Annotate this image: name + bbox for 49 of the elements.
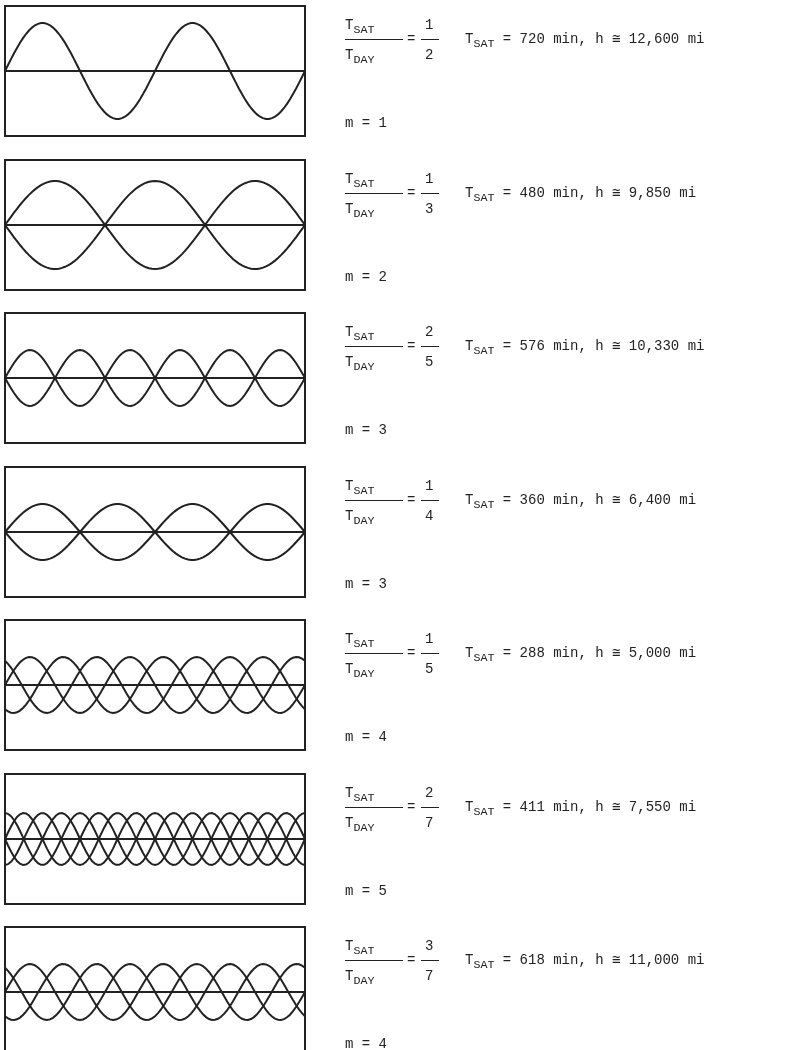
ratio-numerator: T$_{SAT}$ (345, 324, 375, 345)
period-altitude-text: T$_{SAT}$ = 576 min, h ≅ 10,330 mi (465, 338, 705, 359)
fraction-denominator: 7 (425, 814, 434, 831)
ratio-denominator: T$_{DAY}$ (345, 968, 375, 989)
ratio-denominator: T$_{DAY}$ (345, 814, 375, 836)
fraction-denominator: 5 (425, 661, 434, 677)
period-altitude-text: T$_{SAT}$ = 480 min, h ≅ 9,850 mi (465, 184, 697, 206)
fraction-denominator: 7 (425, 968, 434, 984)
m-value: m = 1 (345, 115, 387, 131)
ratio-denominator: T$_{DAY}$ (345, 507, 375, 529)
ratio-numerator: T$_{SAT}$ (345, 477, 375, 499)
equals-sign: = (407, 338, 416, 354)
fraction-denominator: 2 (425, 47, 434, 63)
ratio-numerator: T$_{SAT}$ (345, 170, 375, 192)
period-altitude-text: T$_{SAT}$ = 618 min, h ≅ 11,000 mi (465, 952, 705, 973)
ratio-denominator: T$_{DAY}$ (345, 200, 375, 222)
fraction-numerator: 1 (425, 17, 434, 33)
equals-sign: = (407, 952, 416, 968)
m-value: m = 3 (345, 422, 387, 438)
period-altitude-text: T$_{SAT}$ = 411 min, h ≅ 7,550 mi (465, 798, 697, 820)
fraction-numerator: 3 (425, 938, 434, 954)
m-value: m = 5 (345, 882, 387, 899)
m-value: m = 3 (345, 575, 387, 592)
ratio-numerator: T$_{SAT}$ (345, 631, 375, 652)
period-altitude-text: T$_{SAT}$ = 720 min, h ≅ 12,600 mi (465, 31, 705, 52)
m-value: m = 4 (345, 729, 387, 745)
m-value: m = 4 (345, 1036, 387, 1050)
equals-sign: = (407, 645, 416, 661)
fraction-numerator: 1 (425, 631, 434, 647)
fraction-denominator: 3 (425, 200, 434, 217)
ratio-denominator: T$_{DAY}$ (345, 354, 375, 375)
ratio-denominator: T$_{DAY}$ (345, 661, 375, 682)
equals-sign: = (407, 184, 416, 201)
equals-sign: = (407, 491, 416, 508)
fraction-numerator: 1 (425, 170, 434, 187)
fraction-numerator: 2 (425, 784, 434, 801)
ratio-numerator: T$_{SAT}$ (345, 938, 375, 959)
fraction-numerator: 1 (425, 477, 434, 494)
fraction-denominator: 5 (425, 354, 434, 370)
ratio-numerator: T$_{SAT}$ (345, 17, 375, 38)
fraction-numerator: 2 (425, 324, 434, 340)
fraction-denominator: 4 (425, 507, 434, 524)
ratio-denominator: T$_{DAY}$ (345, 47, 375, 68)
period-altitude-text: T$_{SAT}$ = 360 min, h ≅ 6,400 mi (465, 491, 697, 513)
m-value: m = 2 (345, 268, 387, 285)
ratio-numerator: T$_{SAT}$ (345, 784, 375, 806)
equals-sign: = (407, 31, 416, 47)
equals-sign: = (407, 798, 416, 815)
period-altitude-text: T$_{SAT}$ = 288 min, h ≅ 5,000 mi (465, 645, 697, 666)
